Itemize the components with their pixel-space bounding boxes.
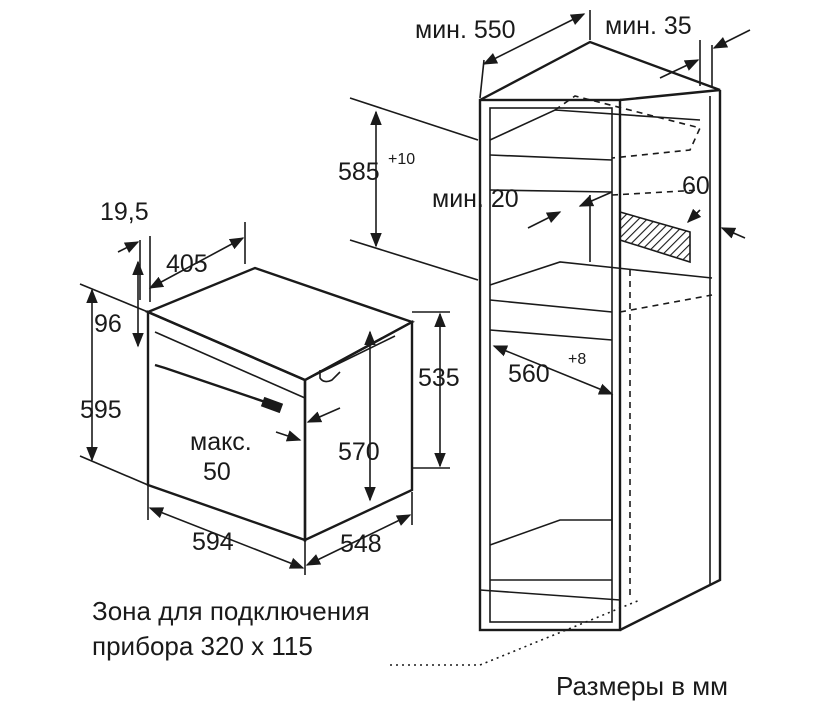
- dim-20-b: [578, 191, 613, 207]
- handle-end: [260, 396, 284, 414]
- niche-shelf-bottom: [489, 329, 613, 341]
- label-594: 594: [192, 528, 234, 556]
- niche-shelf-dashed: [619, 294, 713, 313]
- label-19-5: 19,5: [100, 198, 149, 226]
- cabinet-right-side: [619, 90, 722, 632]
- oven-top: [144, 266, 415, 382]
- dim-594: [148, 507, 305, 569]
- label-535: 535: [418, 364, 460, 392]
- niche-shelf-front: [489, 299, 613, 313]
- dim-60-right: [720, 227, 746, 239]
- label-min-20: мин. 20: [432, 185, 519, 213]
- control-panel-line: [154, 331, 306, 399]
- lower-compartment-top: [489, 519, 612, 546]
- side-hook: [319, 370, 341, 383]
- label-570: 570: [338, 438, 380, 466]
- dashed-line-1: [611, 189, 701, 196]
- dim-560: [492, 345, 614, 395]
- ext-550-a: [479, 59, 485, 99]
- dim-19-5: [117, 241, 140, 253]
- cabinet-top: [479, 40, 721, 102]
- upper-dashed-back: [554, 95, 702, 159]
- label-60: 60: [682, 172, 710, 200]
- dimension-labels: мин. 550 мин. 35 585 +10 мин. 20 60 19,5…: [80, 12, 728, 701]
- label-405: 405: [166, 250, 208, 278]
- cabinet-front-frame: [478, 98, 622, 632]
- label-max-line2: 50: [203, 458, 231, 486]
- dim-max50-b: [275, 430, 302, 442]
- dim-550: [482, 13, 586, 65]
- oven-top-inner: [304, 335, 396, 381]
- label-zone-line1: Зона для подключения: [92, 596, 370, 626]
- door-handle: [154, 363, 281, 409]
- ext-585-bottom: [349, 239, 479, 281]
- dim-35-left: [659, 59, 700, 79]
- dim-20-a: [527, 211, 562, 229]
- oven-drawing: [144, 266, 415, 542]
- label-min-550: мин. 550: [415, 16, 516, 44]
- plinth-line: [479, 589, 621, 601]
- label-548: 548: [340, 530, 382, 558]
- label-96: 96: [94, 310, 122, 338]
- dim-max50-a: [306, 407, 341, 423]
- dim-548: [305, 514, 412, 566]
- ext-585-top: [349, 97, 479, 141]
- ventilation-hatch: [619, 210, 691, 264]
- dimension-lines: [79, 10, 751, 666]
- label-units: Размеры в мм: [556, 671, 728, 701]
- label-560: 560: [508, 360, 550, 388]
- label-min-35: мин. 35: [605, 12, 692, 40]
- label-585: 585: [338, 158, 380, 186]
- upper-shelf-bottom: [489, 189, 613, 193]
- upper-shelf-front: [489, 154, 613, 161]
- label-585-sup: +10: [388, 151, 415, 168]
- ext-595-bottom: [79, 455, 149, 486]
- connection-zone-leader: [390, 599, 641, 666]
- label-zone-line2: прибора 320 х 115: [92, 631, 313, 661]
- niche-shelf-back: [489, 261, 713, 286]
- dim-60: [686, 208, 702, 224]
- dim-405: [148, 237, 245, 289]
- label-595: 595: [80, 396, 122, 424]
- upper-shelf-back: [489, 109, 701, 141]
- dim-35-right: [712, 29, 751, 49]
- label-max-line1: макс.: [190, 428, 252, 456]
- oven-side: [303, 319, 414, 542]
- label-560-sup: +8: [568, 351, 586, 368]
- cabinet-drawing: [478, 40, 722, 632]
